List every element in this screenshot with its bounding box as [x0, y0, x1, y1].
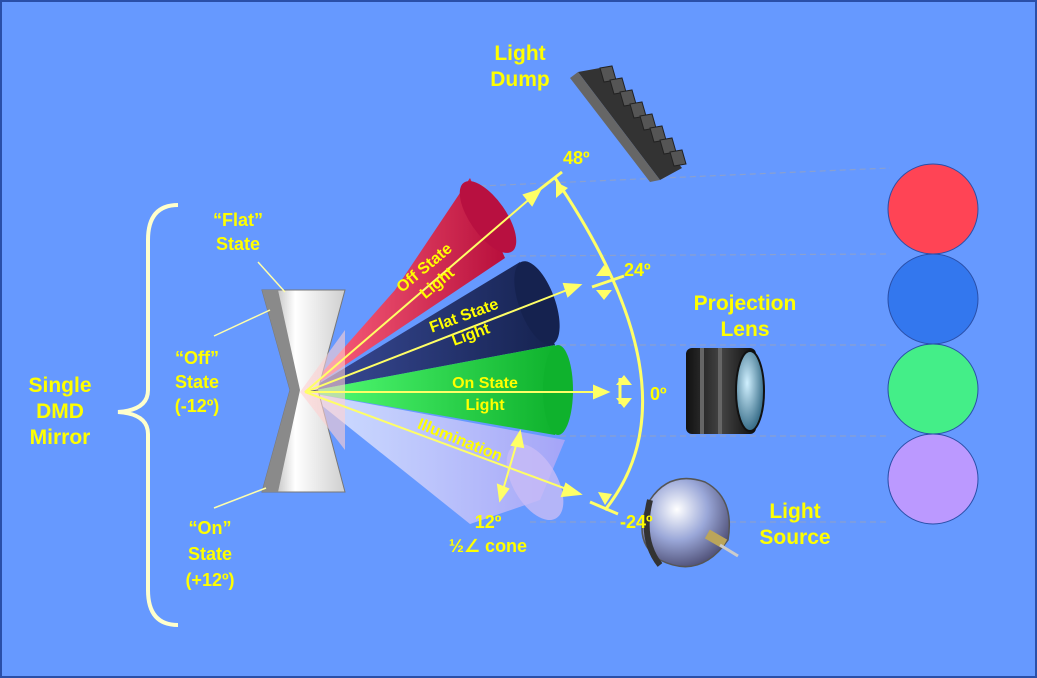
circle-red: [887, 163, 979, 255]
circle-green: [887, 343, 979, 435]
label-on-state: “On” State (+12º): [185, 518, 234, 590]
label-flat-2: State: [216, 234, 260, 254]
label-dump-2: Dump: [490, 68, 550, 91]
label-light-dump: Light Dump: [490, 42, 550, 91]
label-single: Single: [28, 374, 91, 397]
label-proj-2: Lens: [720, 318, 769, 341]
label-projection-lens: Projection Lens: [694, 292, 797, 341]
light-source-icon: [641, 477, 739, 568]
beam-label-on: On State Light: [452, 375, 518, 414]
label-on-2: State: [188, 544, 232, 564]
circle-violet: [887, 433, 979, 525]
label-on-3: (+12º): [185, 570, 234, 590]
label-src-2: Source: [759, 526, 830, 549]
beam-on-label-2: Light: [465, 397, 505, 414]
label-off-2: State: [175, 372, 219, 392]
beam-illumination-end: [506, 444, 564, 520]
beam-on-end: [543, 345, 573, 435]
beam-off-end: [459, 181, 517, 253]
label-proj-1: Projection: [694, 292, 797, 315]
label-light-source: Light Source: [759, 500, 830, 549]
angle-24: 24º: [624, 260, 651, 280]
label-half-cone: 12º ½∠ cone: [449, 512, 527, 556]
label-flat-1: “Flat”: [213, 210, 263, 230]
brace: [117, 203, 179, 627]
label-dump-1: Light: [494, 42, 545, 65]
arc-arrows: [556, 182, 632, 505]
circle-blue: [887, 253, 979, 345]
beam-flat-end: [514, 261, 560, 345]
leader-lines: [213, 261, 286, 509]
label-mirror: Mirror: [30, 426, 91, 449]
beam-flat: [305, 262, 555, 392]
beams: [305, 178, 573, 524]
label-off-1: “Off”: [175, 348, 219, 368]
label-cone-2: ½∠ cone: [449, 536, 527, 556]
label-off-3: (-12º): [175, 396, 220, 416]
angle-arc: [553, 177, 645, 511]
label-off-state: “Off” State (-12º): [175, 348, 220, 416]
label-flat-state: “Flat” State: [213, 210, 263, 254]
projection-lens-icon: [686, 348, 765, 434]
label-on-1: “On”: [189, 518, 232, 538]
angle-0: 0º: [650, 384, 667, 404]
beam-off: [305, 178, 505, 392]
angle-minus-24: -24º: [620, 512, 653, 532]
light-dump-icon: [570, 65, 687, 182]
label-cone-1: 12º: [475, 512, 502, 532]
beam-arrows: [304, 188, 611, 503]
label-src-1: Light: [769, 500, 820, 523]
label-single-dmd-mirror: Single DMD Mirror: [28, 374, 91, 449]
label-dmd: DMD: [36, 400, 84, 423]
angle-48: 48º: [563, 148, 590, 168]
dmd-mirror: [261, 289, 346, 493]
beam-on: [305, 345, 555, 435]
beam-on-label-1: On State: [452, 375, 518, 392]
color-circles: [887, 163, 979, 525]
